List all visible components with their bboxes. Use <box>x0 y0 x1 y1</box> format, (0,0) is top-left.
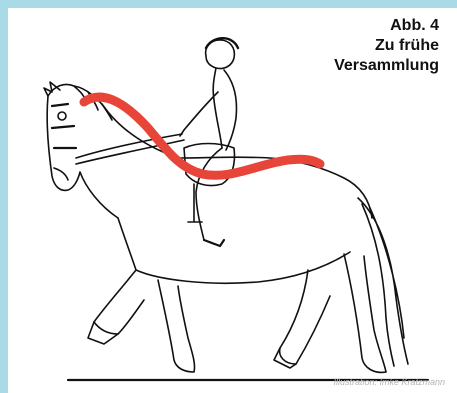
figure-title-line2: Versammlung <box>334 56 439 76</box>
horse-eye <box>58 112 66 120</box>
figure-panel: Abb. 4 Zu frühe Versammlung Illustration… <box>8 8 457 393</box>
rider-arm <box>180 92 218 136</box>
horse-front-right-leg <box>158 280 195 372</box>
horse-bridle <box>52 104 76 148</box>
figure-title-line1: Zu frühe <box>334 36 439 56</box>
horse-nostril <box>54 168 68 180</box>
horse-belly <box>118 218 350 283</box>
figure-caption: Abb. 4 Zu frühe Versammlung <box>334 16 439 76</box>
horse-ears <box>44 82 60 96</box>
horse-hind-hoof <box>274 348 296 368</box>
rider-boot <box>204 240 224 246</box>
illustration-credit: Illustration: Imke Kratzmann <box>333 377 445 387</box>
horse-hind-right-leg <box>344 254 386 372</box>
horse-hind-left-leg <box>280 270 330 364</box>
rider-front <box>224 70 237 150</box>
horse-tail <box>358 198 408 366</box>
stirrup <box>188 184 202 222</box>
rider-back <box>213 68 222 148</box>
horse-front-left-leg <box>94 270 144 334</box>
figure-number: Abb. 4 <box>334 16 439 36</box>
rider-leg <box>196 148 222 244</box>
